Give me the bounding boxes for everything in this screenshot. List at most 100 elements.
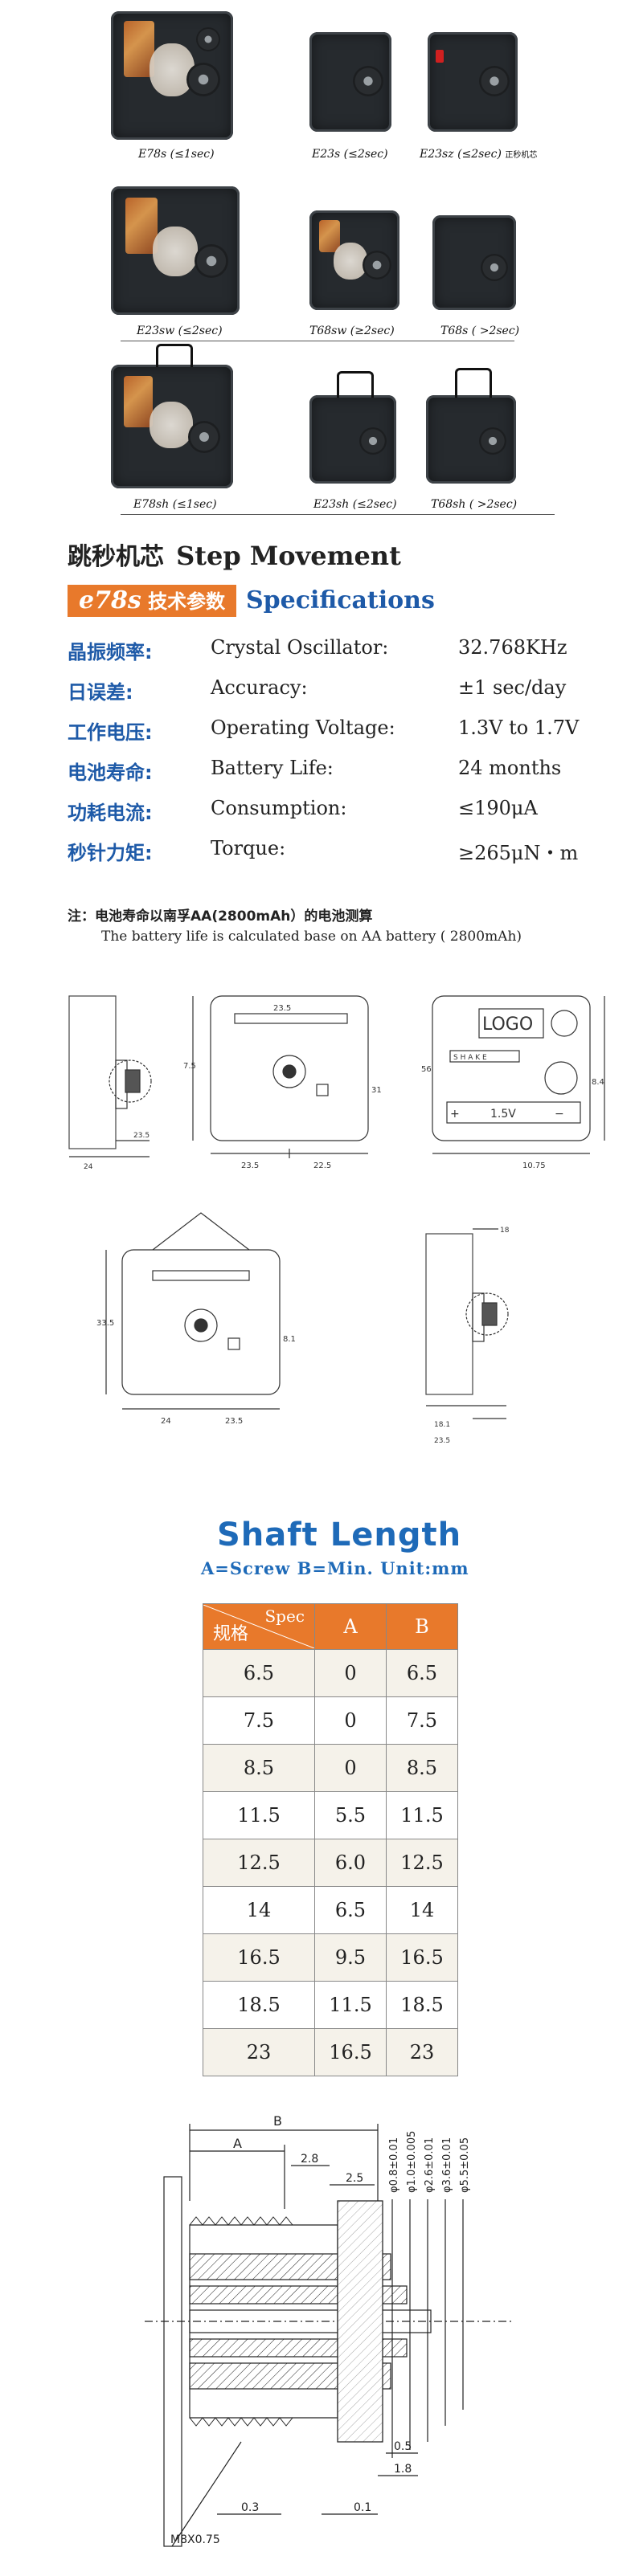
product-photo-e23sz — [428, 32, 518, 132]
dim-label: 31 — [371, 1086, 382, 1095]
cell-a: 0 — [314, 1696, 387, 1745]
dim-label: 23.5 — [133, 1132, 150, 1140]
dim-label: 0.5 — [394, 2440, 412, 2453]
battery-note-cn: 注：电池寿命以南孚AA(2800mAh）的电池测算 — [68, 908, 373, 925]
spec-row: 晶振频率: Crystal Oscillator: 32.768KHz — [0, 636, 635, 665]
spec-label: Specifications — [246, 586, 435, 614]
battery-note-en: The battery life is calculated base on A… — [101, 929, 522, 945]
cell-b: 8.5 — [386, 1744, 458, 1792]
spec-cn: 功耗电流: — [68, 802, 153, 824]
caption-note: (≤2sec) — [457, 148, 502, 161]
cell-spec: 7.5 — [203, 1696, 315, 1745]
cell-b: 23 — [386, 2028, 458, 2076]
battery-minus-icon: − — [555, 1108, 564, 1121]
product-photo-t68sh — [426, 368, 516, 484]
spec-row: 秒针力矩: Torque: ≥265μN・m — [0, 837, 635, 866]
cell-a: 0 — [314, 1649, 387, 1697]
spec-row: 工作电压: Operating Voltage: 1.3V to 1.7V — [0, 716, 635, 745]
section-title-en: Step Movement — [176, 541, 401, 571]
header-spec: Spec 规格 — [203, 1603, 315, 1650]
divider — [121, 514, 555, 515]
spec-cn: 日误差: — [68, 681, 133, 704]
spec-en: Torque: — [211, 837, 286, 859]
caption-note: (≤2sec) — [352, 498, 397, 511]
spec-cn: 秒针力矩: — [68, 842, 153, 864]
dim-label: 23.5 — [273, 1004, 291, 1013]
product-photo-e23sw — [111, 186, 240, 315]
spec-en: Operating Voltage: — [211, 716, 395, 739]
cell-a: 16.5 — [314, 2028, 387, 2076]
cell-b: 12.5 — [386, 1839, 458, 1887]
product-photo-e23s — [309, 32, 391, 132]
tag-label: 技术参数 — [148, 590, 226, 613]
caption-model: E78sh — [133, 498, 170, 511]
dim-label: 0.1 — [354, 2501, 371, 2514]
product-photo-t68s — [432, 215, 516, 310]
spec-tag: e78s 技术参数 — [68, 585, 237, 617]
dim-label: A — [233, 2136, 242, 2151]
cell-b: 11.5 — [386, 1791, 458, 1839]
caption-model: E23sh — [313, 498, 350, 511]
thread-label: M8X0.75 — [170, 2533, 220, 2546]
dim-label: φ1.0±0.005 — [406, 2131, 418, 2193]
dim-label: 23.5 — [434, 1437, 450, 1445]
battery-plus-icon: + — [450, 1108, 460, 1121]
caption-note: ( >2sec) — [471, 325, 520, 337]
caption-model: E23sz — [420, 148, 454, 161]
cell-a: 9.5 — [314, 1933, 387, 1982]
caption-e78s: E78s (≤1sec) — [138, 148, 215, 161]
spec-value: 24 months — [458, 757, 562, 779]
spec-row: 日误差: Accuracy: ±1 sec/day — [0, 676, 635, 705]
caption-e23s: E23s (≤2sec) — [312, 148, 388, 161]
cell-spec: 14 — [203, 1886, 315, 1934]
dim-label: 23.5 — [241, 1161, 259, 1170]
dim-label: 0.3 — [241, 2501, 259, 2514]
caption-model: T68sh — [431, 498, 466, 511]
dim-label: 7.5 — [183, 1062, 196, 1071]
caption-model: E23s — [312, 148, 341, 161]
dim-label: φ0.8±0.01 — [388, 2137, 400, 2193]
dim-label: φ2.6±0.01 — [424, 2137, 436, 2193]
header-a: A — [314, 1603, 387, 1650]
dim-label: 18.1 — [434, 1421, 450, 1429]
side-view-drawing: 23.5 24 — [68, 995, 152, 1171]
back-view-drawing: LOGO S H A K E 1.5V + − 56 10.75 8.4 — [421, 995, 605, 1170]
spec-row: 电池寿命: Battery Life: 24 months — [0, 757, 635, 786]
caption-note: (≤1sec) — [170, 148, 215, 161]
dim-label: 8.1 — [283, 1335, 296, 1344]
cell-b: 18.5 — [386, 1981, 458, 2029]
dim-label: 18 — [500, 1227, 510, 1235]
logo-text: LOGO — [482, 1014, 533, 1035]
dim-label: 1.8 — [394, 2463, 412, 2476]
cell-a: 6.0 — [314, 1839, 387, 1887]
cell-a: 5.5 — [314, 1791, 387, 1839]
table-header-row: Spec 规格 A B — [203, 1603, 458, 1650]
technical-drawings: 23.5 24 23.5 22.5 7.5 23.5 31 LOGO S H A… — [68, 995, 605, 1445]
front-view-hanger-drawing: 33.5 24 23.5 8.1 — [96, 1212, 296, 1426]
dim-label: 8.4 — [592, 1078, 604, 1087]
spec-en: Accuracy: — [211, 676, 308, 699]
spec-row: 功耗电流: Consumption: ≤190μA — [0, 797, 635, 826]
caption-t68s: T68s ( >2sec) — [440, 325, 519, 337]
dim-label: 23.5 — [225, 1417, 243, 1426]
spec-value: ≥265μN・m — [458, 842, 579, 864]
product-photo-e78sh — [111, 344, 233, 488]
header-spec-en: Spec — [264, 1606, 305, 1626]
shake-label: S H A K E — [453, 1054, 487, 1062]
cell-spec: 6.5 — [203, 1649, 315, 1697]
caption-t68sw: T68sw (≥2sec) — [309, 325, 395, 337]
section-title-cn: 跳秒机芯 — [68, 543, 164, 571]
product-photo-t68sw — [309, 210, 399, 310]
caption-extra: 正秒机芯 — [505, 151, 538, 160]
spec-cn: 电池寿命: — [68, 761, 153, 784]
caption-model: E78s — [138, 148, 167, 161]
cell-spec: 11.5 — [203, 1791, 315, 1839]
caption-note: (≤2sec) — [178, 325, 223, 337]
spec-value: 1.3V to 1.7V — [458, 716, 580, 739]
